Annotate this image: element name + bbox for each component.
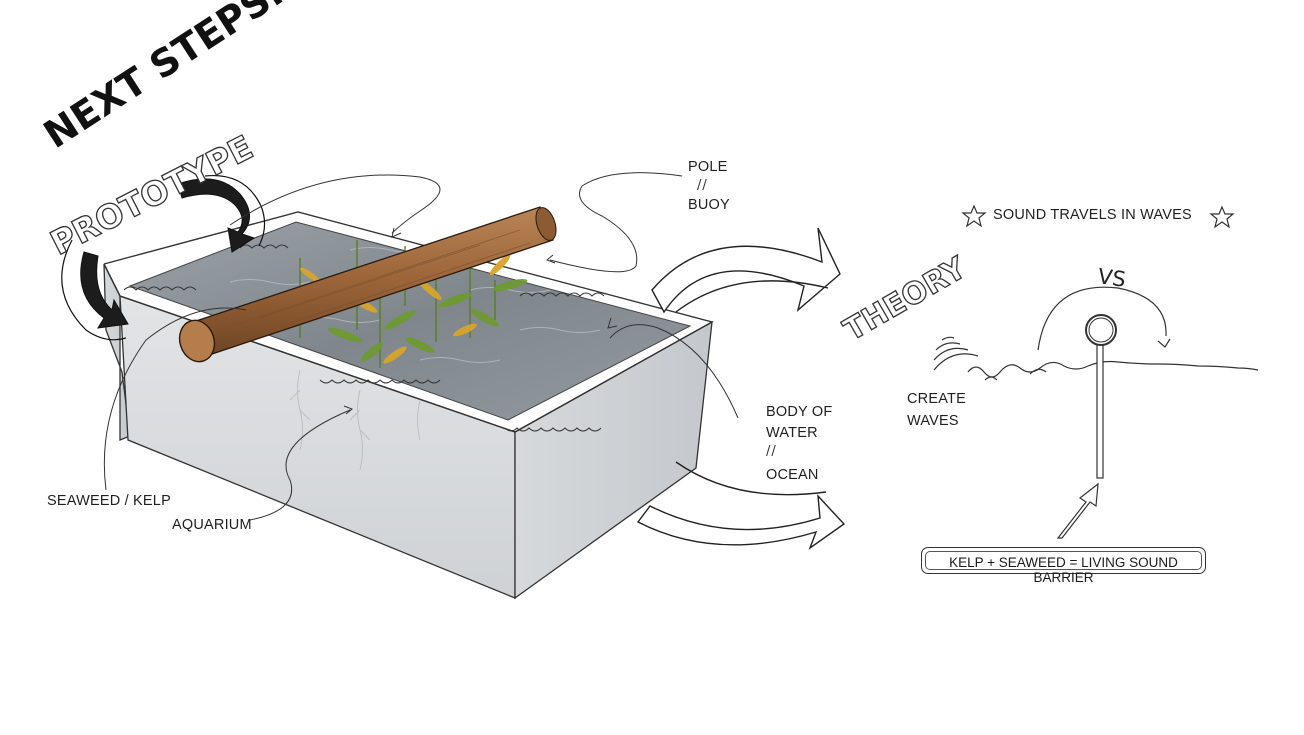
outlined-arrows-right	[636, 227, 846, 550]
sound-barrier-label: KELP + SEAWEED = LIVING SOUND BARRIER	[949, 555, 1178, 585]
aquarium-label: AQUARIUM	[172, 517, 252, 533]
create-waves-line2: WAVES	[907, 413, 959, 429]
waterline-scallops	[123, 244, 605, 432]
sound-travels-label: SOUND TRAVELS IN WAVES	[993, 207, 1192, 223]
buoy-label: BUOY	[688, 197, 730, 213]
annotation-lines	[103, 172, 739, 521]
sound-barrier-box: KELP + SEAWEED = LIVING SOUND BARRIER	[921, 547, 1206, 585]
curved-arrows-left	[61, 174, 266, 341]
pole-buoy-separator: //	[697, 178, 708, 193]
water-ocean-separator: //	[766, 444, 777, 459]
vs-label: VS	[1096, 264, 1128, 292]
ocean-label: OCEAN	[766, 467, 819, 483]
wooden-pole	[178, 206, 557, 363]
create-waves-line1: CREATE	[907, 391, 966, 407]
tank-rim	[103, 211, 714, 433]
aquarium-tank	[103, 211, 714, 600]
body-of-water-line2: WATER	[766, 425, 818, 441]
body-of-water-line1: BODY OF	[766, 404, 833, 420]
submerged-kelp-reflection	[289, 369, 421, 471]
seaweed-kelp-label: SEAWEED / KELP	[47, 493, 171, 509]
theory-sketch	[933, 204, 1259, 539]
pole-label: POLE	[688, 159, 728, 175]
